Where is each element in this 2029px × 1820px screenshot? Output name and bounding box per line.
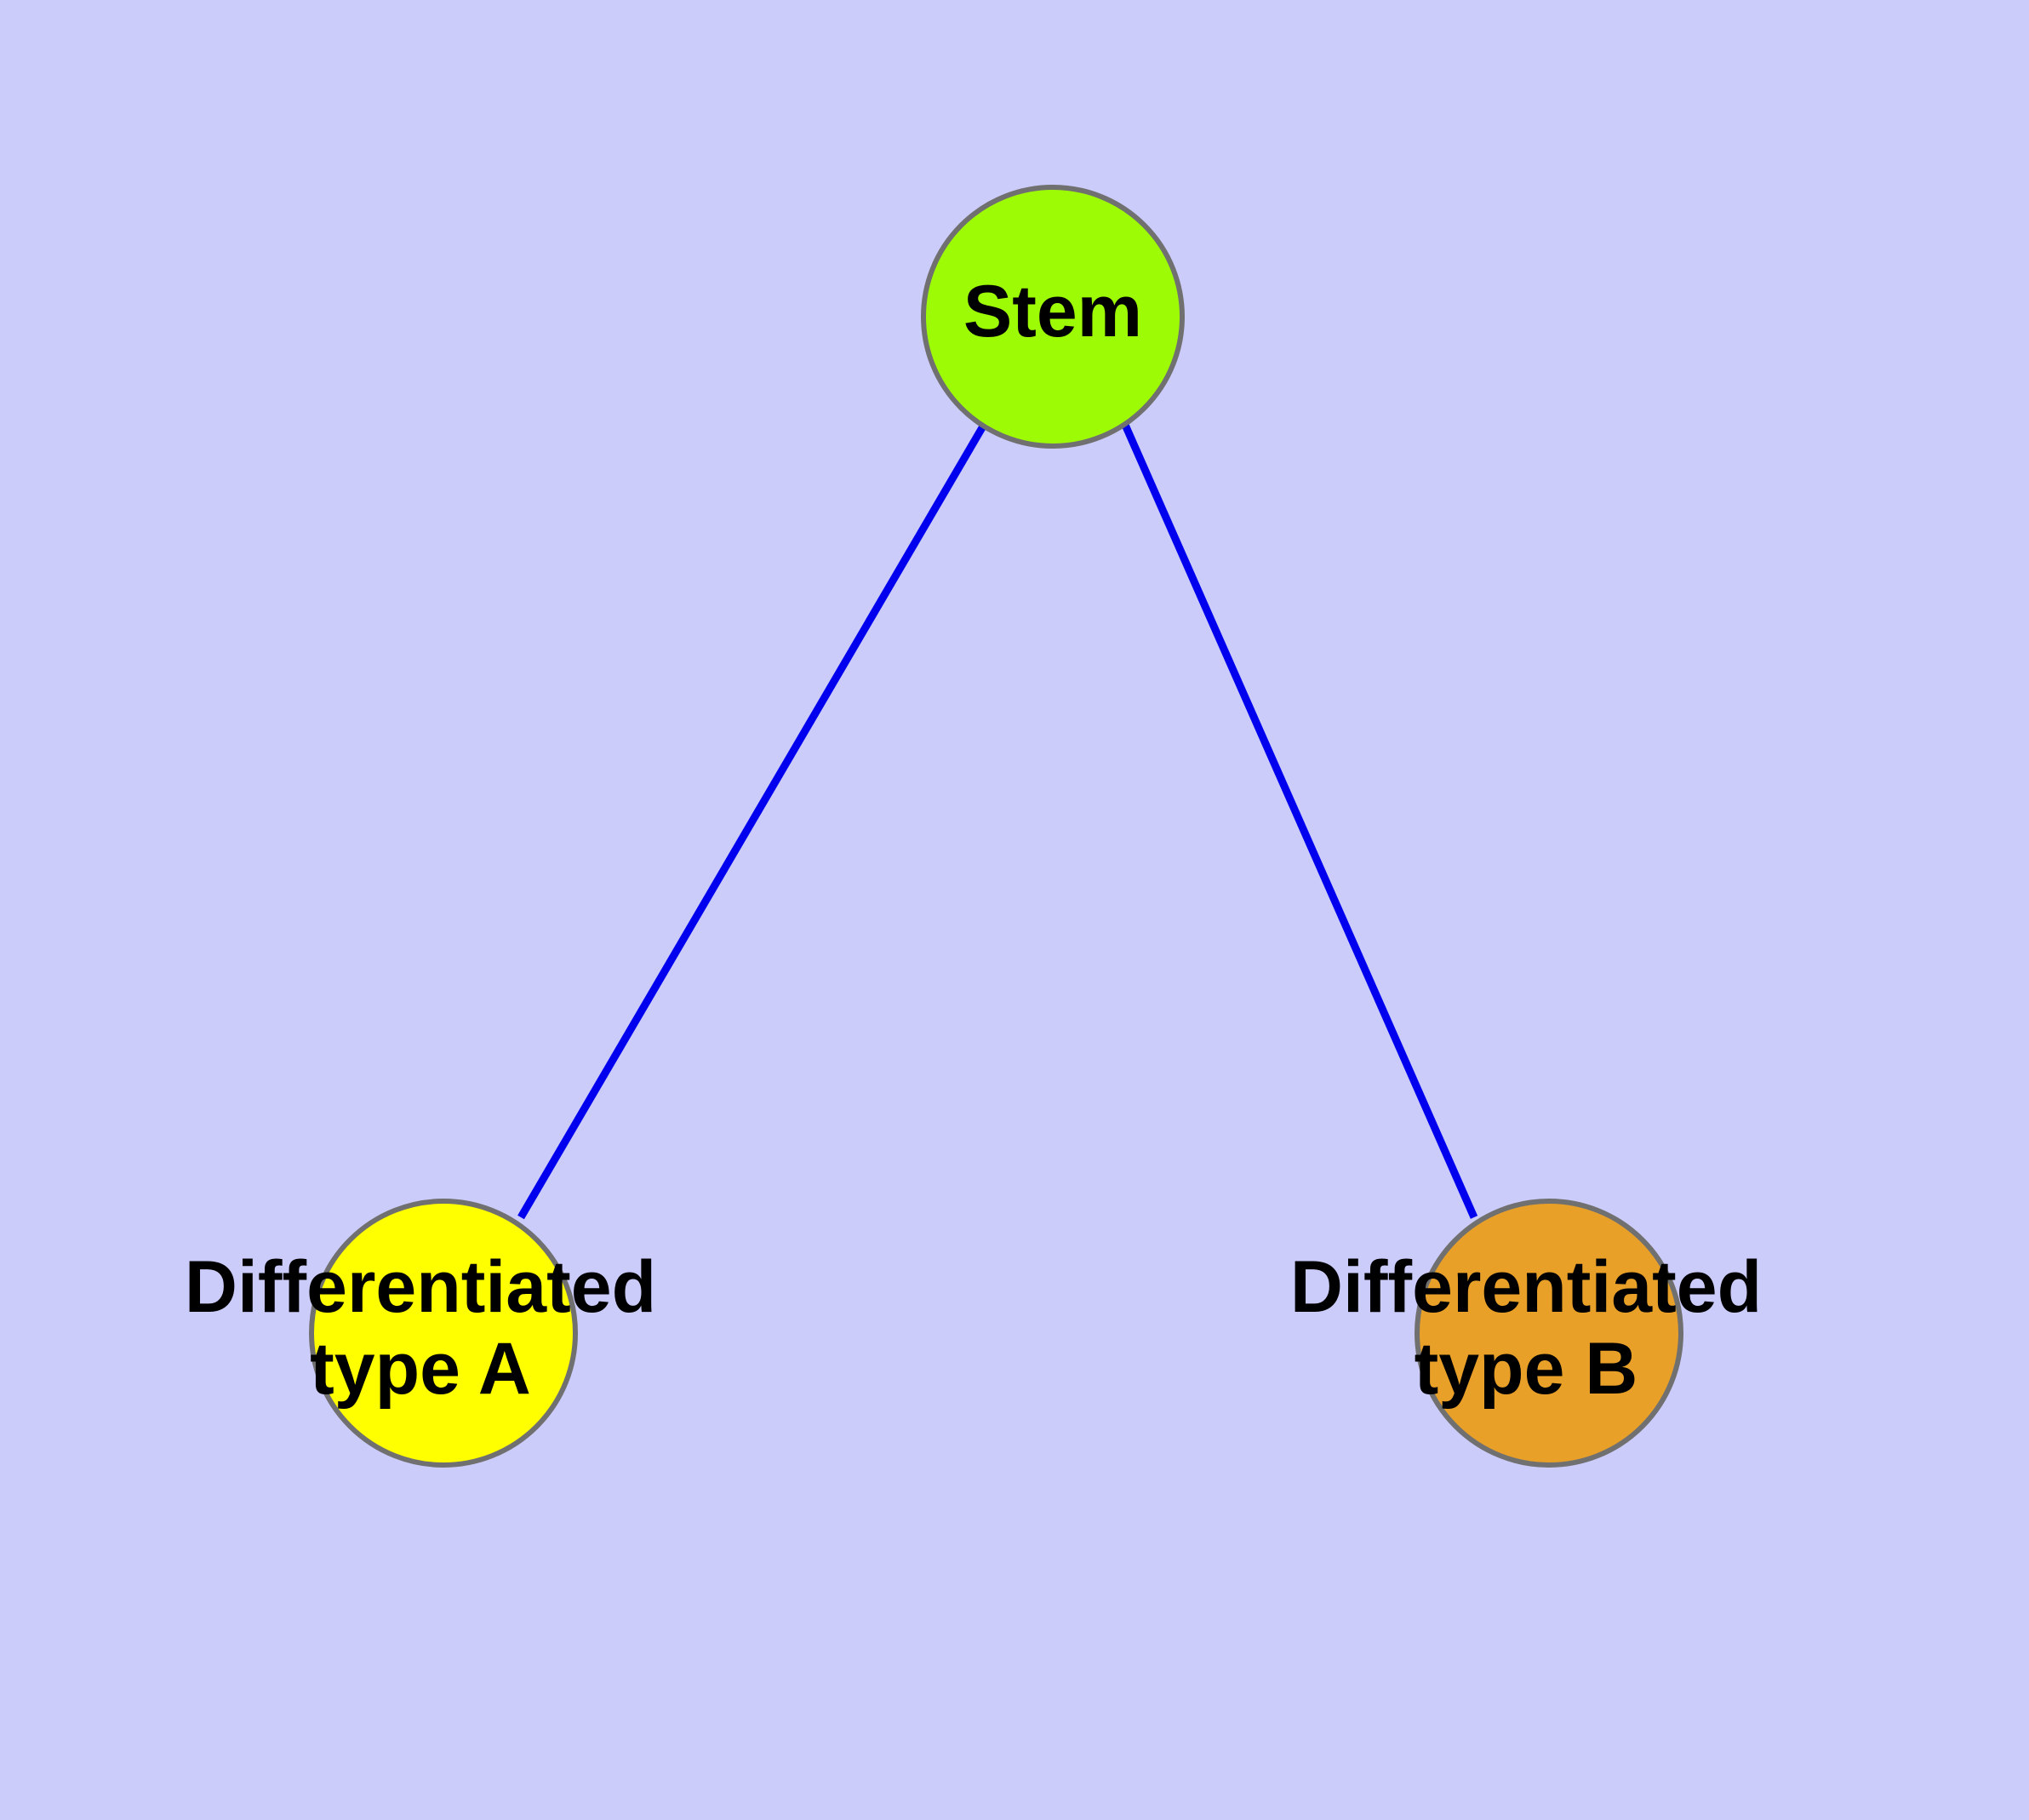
node-label-line: Stem — [963, 271, 1142, 352]
node-label-line: Differentiated — [1290, 1246, 1762, 1328]
node-circle-stem[interactable] — [921, 185, 1185, 449]
edges-group — [517, 422, 1478, 1220]
node-label-line: Differentiated — [185, 1246, 656, 1328]
node-label-line: type B — [1415, 1328, 1638, 1410]
node-label-line: type A — [310, 1328, 531, 1410]
node-stem[interactable]: Stem — [921, 185, 1185, 449]
node-label-stem: Stem — [963, 271, 1142, 352]
edge-stem-to-diff-b[interactable] — [1121, 423, 1478, 1219]
node-circle-diff-b[interactable] — [1415, 1199, 1683, 1468]
edge-stem-to-diff-a[interactable] — [517, 422, 987, 1220]
node-circle-diff-a[interactable] — [309, 1199, 578, 1468]
